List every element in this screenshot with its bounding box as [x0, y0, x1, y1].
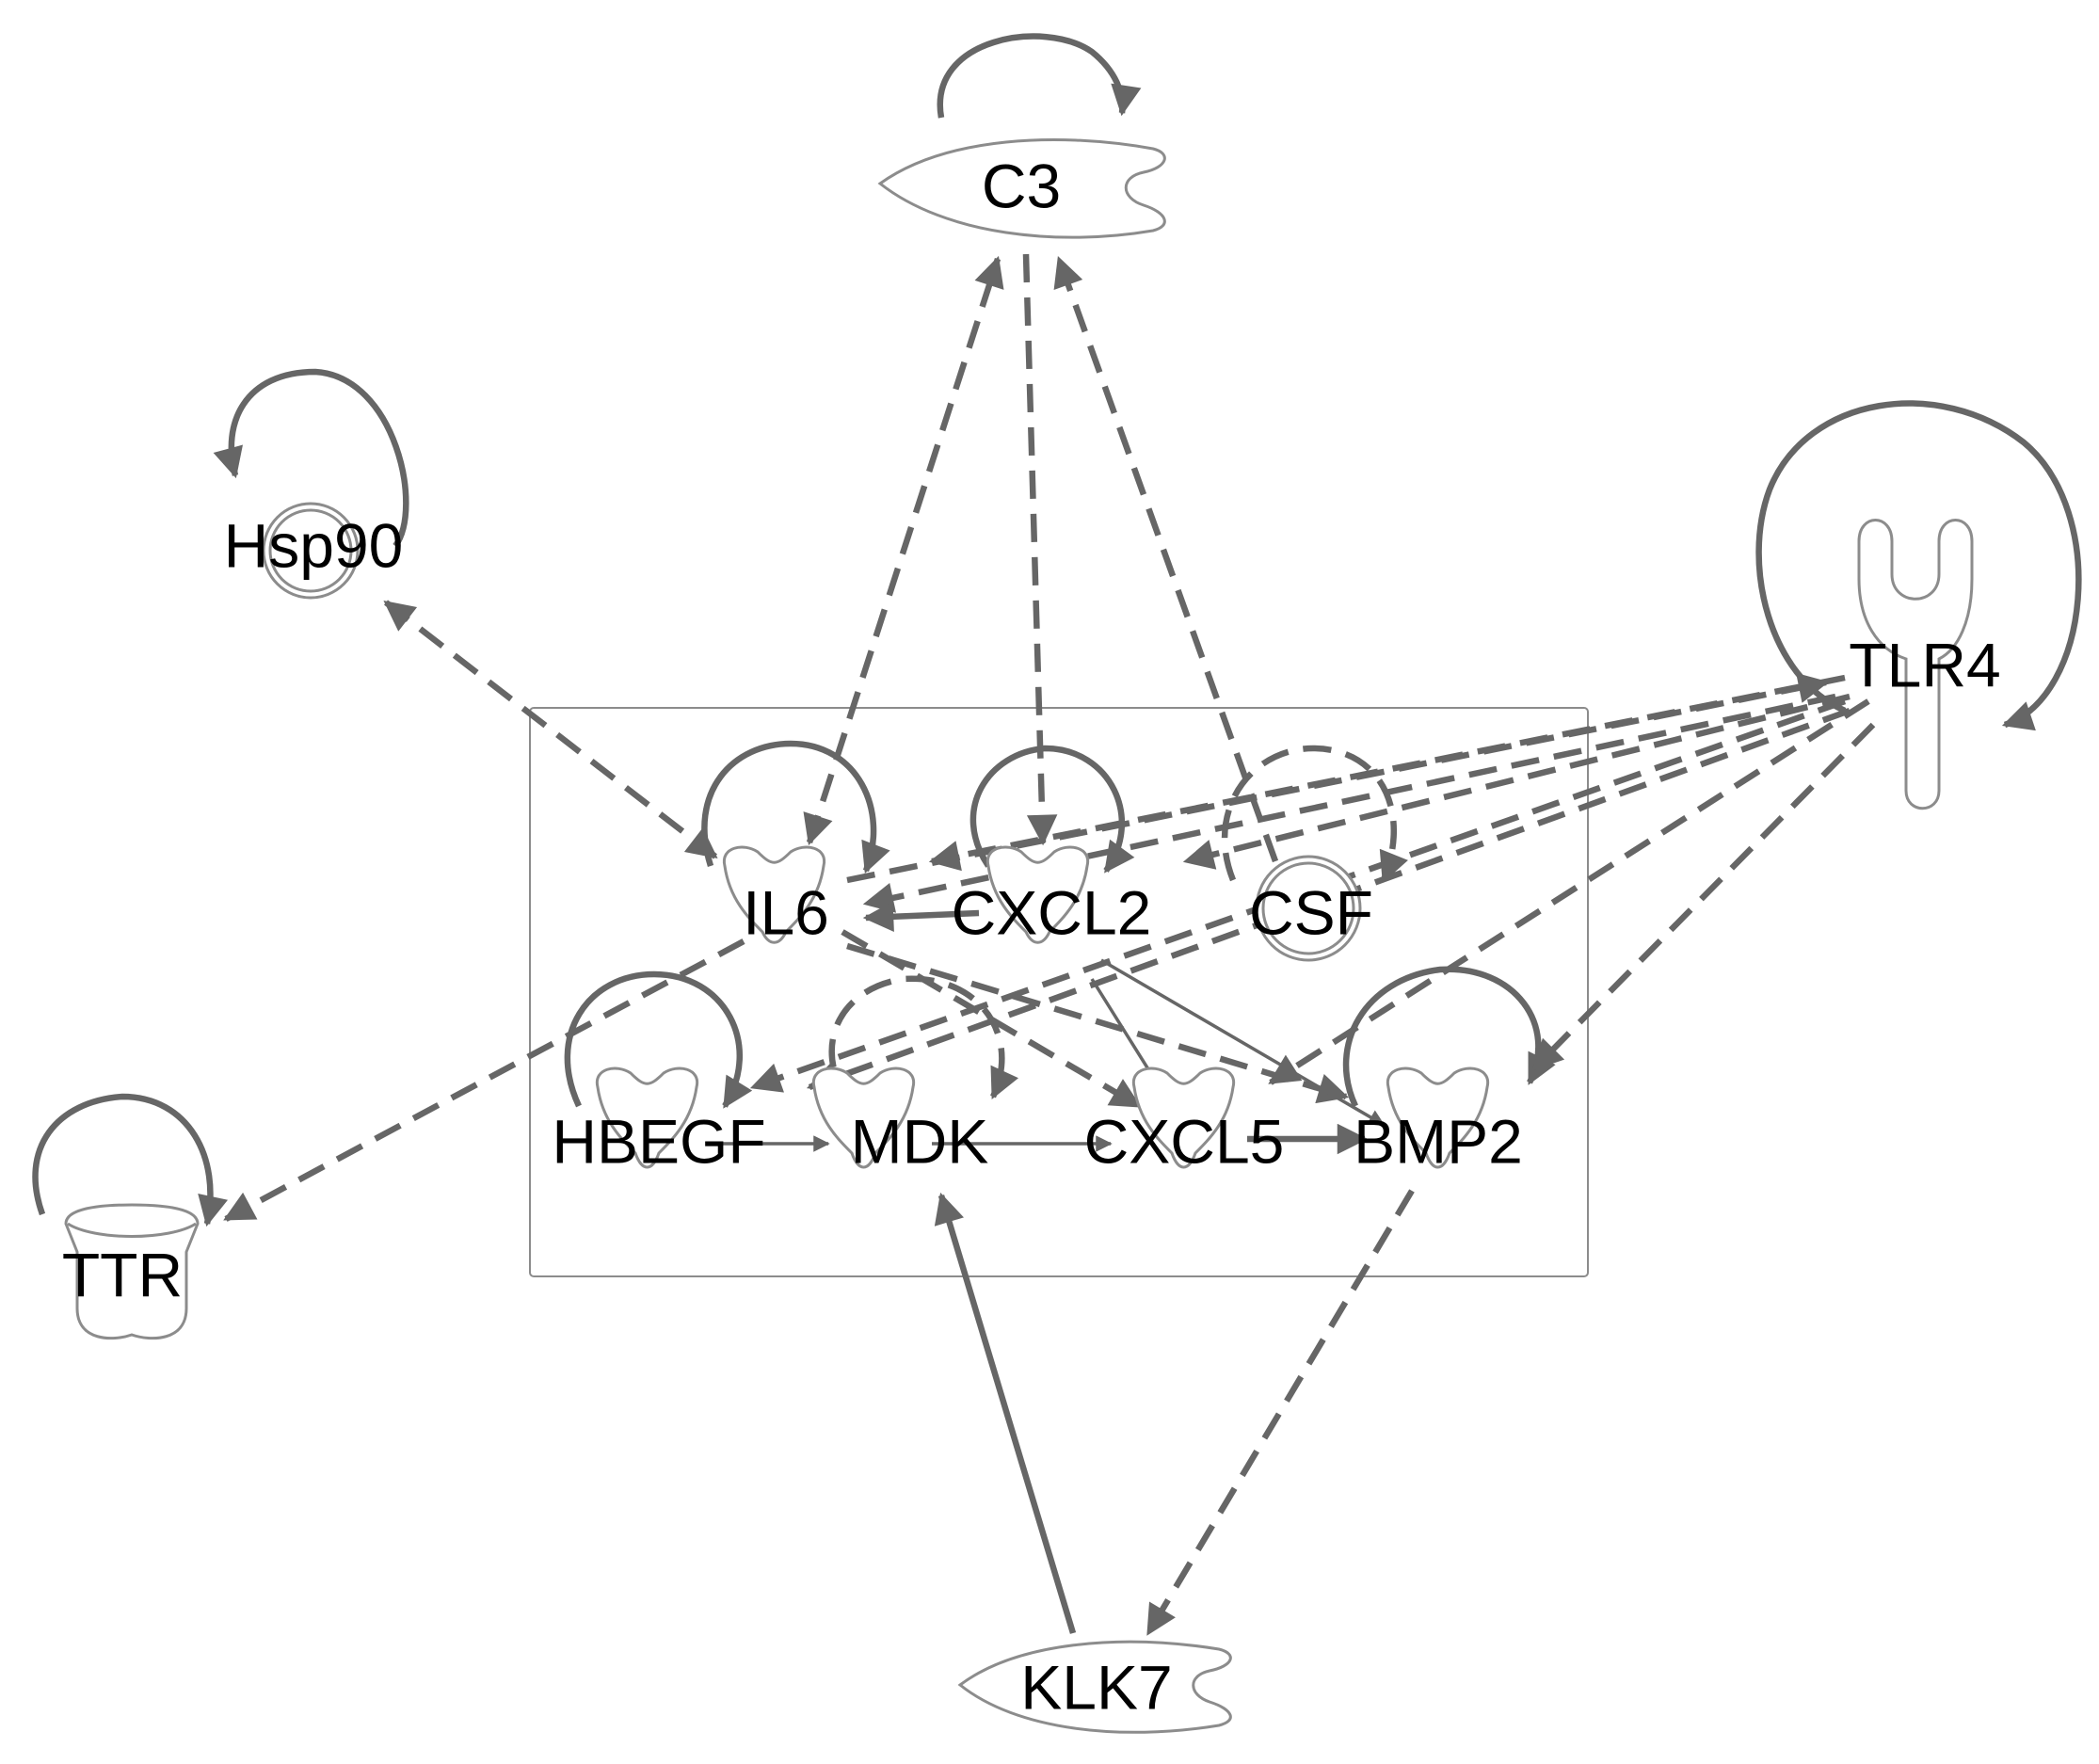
edge-Hsp90-to-IL6	[383, 600, 718, 859]
node-shape-Hsp90-inner	[268, 508, 353, 593]
node-shape-TTR-rim	[67, 1222, 197, 1238]
node-label-CSF: CSF	[1249, 877, 1373, 947]
node-label-MDK: MDK	[851, 1106, 989, 1176]
edge-C3-to-CXCL2	[1022, 253, 1058, 846]
node-label-IL6: IL6	[743, 877, 829, 947]
labels-layer: C3 Hsp90 TLR4 IL6 CXCL2 CSF HBEGF MDK CX…	[62, 151, 2001, 1722]
node-shapes-layer	[64, 137, 1974, 1734]
edge-TLR4-to-TLR4	[1755, 400, 2082, 731]
node-label-HBEGF: HBEGF	[552, 1106, 765, 1176]
edge-BMP2-to-KLK7	[1146, 1189, 1415, 1636]
edge-CXCL2-to-IL6	[862, 901, 980, 933]
node-shape-BMP2[interactable]	[1386, 1066, 1490, 1169]
edge-CSF-to-CSF	[1221, 745, 1408, 884]
edge-TLR4-to-CSF	[1182, 693, 1851, 870]
node-shape-TLR4[interactable]	[1857, 519, 1974, 810]
edge-BMP2-to-BMP2	[1342, 966, 1556, 1108]
edge-IL6-to-BMP2	[846, 942, 1350, 1104]
node-shape-IL6[interactable]	[722, 845, 826, 944]
node-shape-CSF-inner	[1261, 861, 1355, 955]
node-label-C3: C3	[982, 151, 1061, 220]
edge-CSF-to-C3	[1053, 255, 1279, 863]
edge-IL6-to-C3	[803, 255, 1004, 846]
group-box	[529, 707, 1589, 1277]
edge-MDK-to-MDK	[828, 975, 1018, 1108]
edge-TLR4-to-CXCL5	[1268, 698, 1870, 1085]
edges-layer	[32, 33, 2082, 1636]
node-shape-TTR[interactable]	[64, 1203, 200, 1340]
edge-TLR4-to-MDK	[806, 707, 1851, 1093]
node-label-TLR4: TLR4	[1849, 630, 2000, 699]
edge-IL6-to-TLR4	[846, 672, 1830, 884]
edge-TLR4-to-BMP2	[1531, 722, 1876, 1071]
edge-TLR4-to-CXCL2	[928, 674, 1846, 872]
node-shape-C3[interactable]	[877, 137, 1166, 239]
edge-TTR-to-TTR	[32, 1093, 229, 1227]
node-label-BMP2: BMP2	[1354, 1106, 1523, 1176]
node-label-CXCL5: CXCL5	[1084, 1106, 1285, 1176]
edge-KLK7-to-MDK	[934, 1192, 1077, 1634]
edge-C3-to-C3	[937, 33, 1142, 119]
node-shape-CXCL5[interactable]	[1131, 1066, 1236, 1169]
edge-Hsp90-to-Hsp90	[213, 368, 409, 548]
node-label-KLK7: KLK7	[1020, 1652, 1172, 1722]
edge-CXCL2-to-BMP2	[1100, 958, 1386, 1127]
node-shape-CXCL2[interactable]	[985, 845, 1090, 944]
node-shape-HBEGF[interactable]	[595, 1066, 699, 1169]
node-label-CXCL2: CXCL2	[952, 877, 1152, 947]
node-shape-KLK7[interactable]	[957, 1640, 1232, 1734]
node-shape-MDK[interactable]	[811, 1066, 916, 1169]
node-label-Hsp90: Hsp90	[224, 510, 404, 580]
edge-HBEGF-to-HBEGF	[564, 970, 753, 1109]
node-label-TTR: TTR	[62, 1240, 183, 1309]
edge-IL6-to-TTR	[223, 938, 745, 1222]
